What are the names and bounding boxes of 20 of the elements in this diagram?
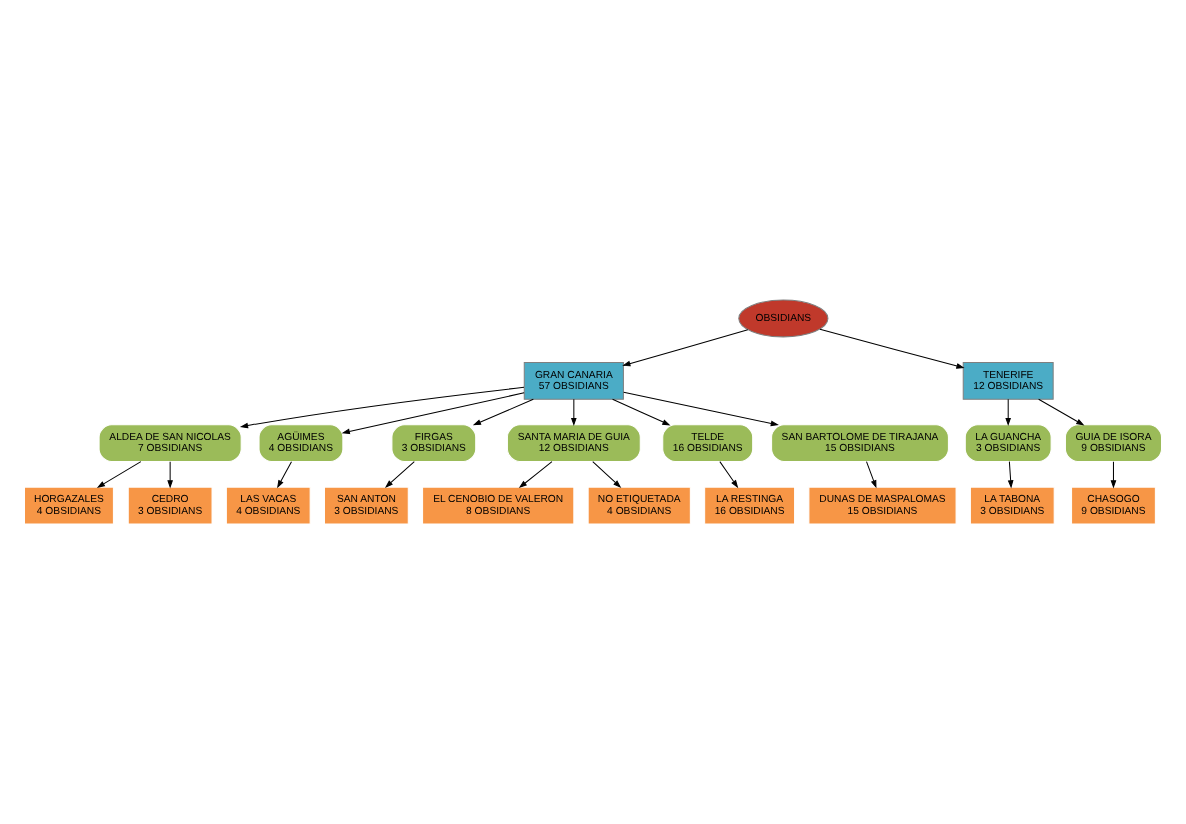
arrow (592, 461, 622, 488)
arrow (866, 461, 877, 489)
arrow (277, 461, 292, 489)
arrow (570, 398, 577, 427)
arrow (819, 328, 965, 369)
arrow (341, 392, 525, 435)
arrow (622, 329, 749, 367)
arrow (384, 461, 415, 488)
arrow (623, 391, 779, 427)
arrow (1110, 461, 1117, 489)
arrow (612, 398, 671, 426)
arrow (1038, 398, 1085, 426)
arrow (96, 461, 142, 488)
arrow (1007, 461, 1014, 489)
arrow (472, 398, 534, 426)
arrow (239, 386, 525, 429)
arrow (167, 461, 173, 489)
arrow (719, 461, 739, 489)
arrow (1005, 398, 1012, 427)
arrow (518, 461, 553, 489)
